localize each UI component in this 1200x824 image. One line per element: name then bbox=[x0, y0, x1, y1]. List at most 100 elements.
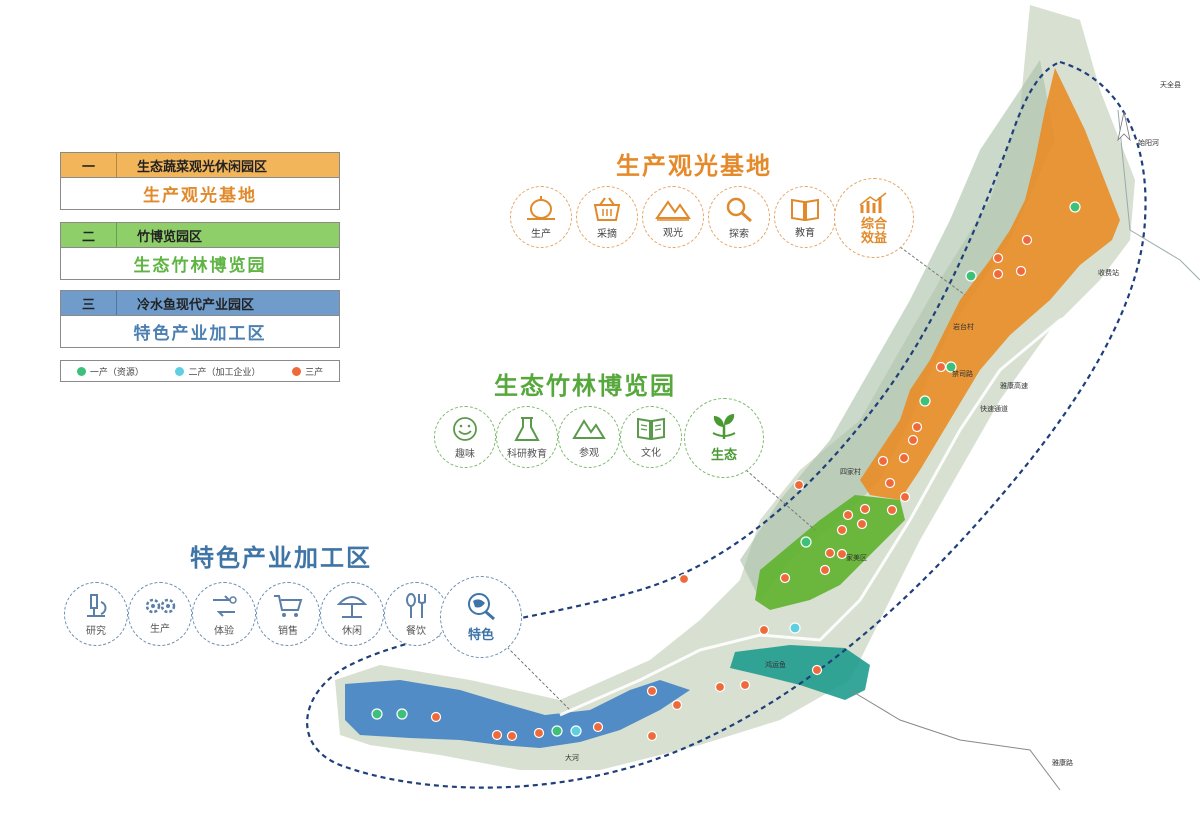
highlight-label: 综合效益 bbox=[860, 216, 887, 246]
section-title-production: 生产观光基地 bbox=[616, 152, 772, 180]
magnifier-icon bbox=[726, 197, 752, 222]
farm-tools-icon bbox=[527, 195, 555, 220]
icon-label: 研究 bbox=[86, 625, 106, 637]
dot-legend-item: 一产（资源） bbox=[76, 365, 144, 378]
chart-growth-icon bbox=[859, 191, 887, 213]
project-boundary bbox=[306, 60, 1147, 789]
map-label-county: 天全县 bbox=[1160, 81, 1181, 89]
map-label-farm: 家美区 bbox=[846, 554, 867, 562]
map-label-village3: 四家村 bbox=[840, 468, 861, 476]
icon-label: 教育 bbox=[795, 227, 815, 239]
highlight-label-line1: 综合 bbox=[860, 216, 887, 232]
leader-line-processing bbox=[499, 639, 571, 711]
legend-zone-3: 三 冷水鱼现代产业园区 特色产业加工区 bbox=[60, 290, 340, 348]
highway-road bbox=[559, 283, 1200, 717]
bamboo-icon-visit: 参观 bbox=[558, 406, 620, 468]
section-title-bamboo: 生态竹林博览园 bbox=[494, 372, 676, 400]
icon-label: 生产 bbox=[531, 228, 551, 240]
dots-tertiary bbox=[430, 234, 1033, 742]
sprout-icon bbox=[712, 414, 736, 439]
book-icon bbox=[791, 198, 819, 221]
smile-icon bbox=[453, 416, 477, 441]
map-label-bottom-road: 雅康路 bbox=[1052, 759, 1073, 767]
legend-zone-name: 竹博览园区 bbox=[137, 229, 203, 245]
legend-zone-number: 二 bbox=[61, 223, 117, 247]
legend-zone-subtitle: 生产观光基地 bbox=[60, 178, 340, 210]
processing-highlight-specialty: 特色 bbox=[440, 576, 522, 658]
production-icon-explore: 探索 bbox=[708, 186, 770, 248]
icon-label: 科研教育 bbox=[507, 448, 547, 460]
icon-label: 观光 bbox=[663, 227, 683, 239]
map-label-village1: 岩台村 bbox=[953, 323, 974, 331]
legend-zone-number: 三 bbox=[61, 291, 117, 315]
zone-processing-area bbox=[345, 680, 690, 748]
legend-zone-subtitle: 特色产业加工区 bbox=[60, 316, 340, 348]
map-label-station: 收费站 bbox=[1098, 269, 1119, 277]
icon-label: 体验 bbox=[214, 625, 234, 637]
highlight-label: 特色 bbox=[467, 628, 494, 643]
bamboo-highlight-ecology: 生态 bbox=[684, 398, 764, 478]
dot-legend-label: 三产 bbox=[305, 367, 324, 378]
icon-label: 文化 bbox=[641, 447, 661, 459]
icon-label: 参观 bbox=[579, 447, 599, 459]
legend-zone-1: 一 生态蔬菜观光休闲园区 生产观光基地 bbox=[60, 152, 340, 210]
dot-legend-label: 二产（加工企业） bbox=[188, 367, 261, 378]
map-label-road1: 雅康高速 bbox=[1000, 382, 1028, 390]
production-icon-produce: 生产 bbox=[510, 186, 572, 248]
mountain-icon bbox=[655, 199, 691, 221]
globe-search-icon bbox=[468, 593, 495, 621]
icon-label: 生产 bbox=[150, 623, 170, 635]
map-label-river: 始阳河 bbox=[1138, 139, 1159, 147]
legend-zone-subtitle: 生态竹林博览园 bbox=[60, 248, 340, 280]
utensils-icon bbox=[406, 592, 426, 618]
icon-label: 餐饮 bbox=[406, 625, 426, 637]
green-dot-icon bbox=[76, 366, 86, 376]
legend-zone-name: 生态蔬菜观光休闲园区 bbox=[137, 159, 268, 175]
processing-icon-sales: 销售 bbox=[256, 582, 320, 646]
production-icon-sightseeing: 观光 bbox=[642, 186, 704, 248]
dot-legend-item: 三产 bbox=[292, 365, 323, 378]
basket-icon bbox=[593, 196, 621, 221]
map-label-village2: 禁司路 bbox=[952, 370, 973, 378]
cyan-dot-icon bbox=[175, 366, 185, 376]
production-highlight-benefit: 综合效益 bbox=[834, 178, 914, 258]
umbrella-icon bbox=[336, 595, 368, 618]
dot-legend-label: 一产（资源） bbox=[89, 367, 144, 378]
dots-primary bbox=[371, 201, 1081, 737]
section-title-processing: 特色产业加工区 bbox=[190, 544, 372, 572]
map-label-town: 大河 bbox=[565, 754, 579, 762]
legend-zone-name: 冷水鱼现代产业园区 bbox=[137, 297, 255, 313]
gears-icon bbox=[145, 598, 176, 613]
icon-label: 探索 bbox=[729, 228, 749, 240]
icon-label: 采摘 bbox=[597, 228, 617, 240]
orange-dot-icon bbox=[292, 366, 302, 376]
leader-line-bamboo bbox=[745, 469, 816, 531]
processing-icon-research: 研究 bbox=[64, 582, 128, 646]
zone-factory-area bbox=[730, 645, 870, 700]
zone-production-area bbox=[860, 68, 1120, 500]
icon-label: 趣味 bbox=[455, 448, 475, 460]
north-arrow-icon bbox=[1117, 111, 1131, 142]
highlight-label-line2: 效益 bbox=[860, 230, 887, 246]
production-icon-pick: 采摘 bbox=[576, 186, 638, 248]
dot-legend: 一产（资源） 二产（加工企业） 三产 bbox=[60, 360, 340, 382]
flask-icon bbox=[514, 416, 540, 441]
bamboo-icon-culture: 文化 bbox=[620, 406, 682, 468]
processing-icon-dining: 餐饮 bbox=[384, 582, 448, 646]
bamboo-icon-fun: 趣味 bbox=[434, 406, 496, 468]
production-icon-education: 教育 bbox=[774, 186, 836, 248]
icon-label: 休闲 bbox=[342, 625, 362, 637]
cart-icon bbox=[274, 594, 303, 617]
open-book-icon bbox=[637, 417, 665, 440]
lower-road bbox=[849, 689, 1061, 791]
icon-label: 销售 bbox=[278, 625, 298, 637]
dot-legend-item: 二产（加工企业） bbox=[175, 365, 260, 378]
terrain-shade bbox=[740, 60, 1055, 600]
map-label-road2: 快速通道 bbox=[980, 405, 1008, 413]
processing-icon-leisure: 休闲 bbox=[320, 582, 384, 646]
bamboo-icon-research: 科研教育 bbox=[496, 406, 558, 468]
microscope-icon bbox=[87, 593, 107, 617]
map-label-factory: 鸿运鱼 bbox=[765, 661, 786, 669]
highlight-label: 生态 bbox=[710, 448, 737, 463]
